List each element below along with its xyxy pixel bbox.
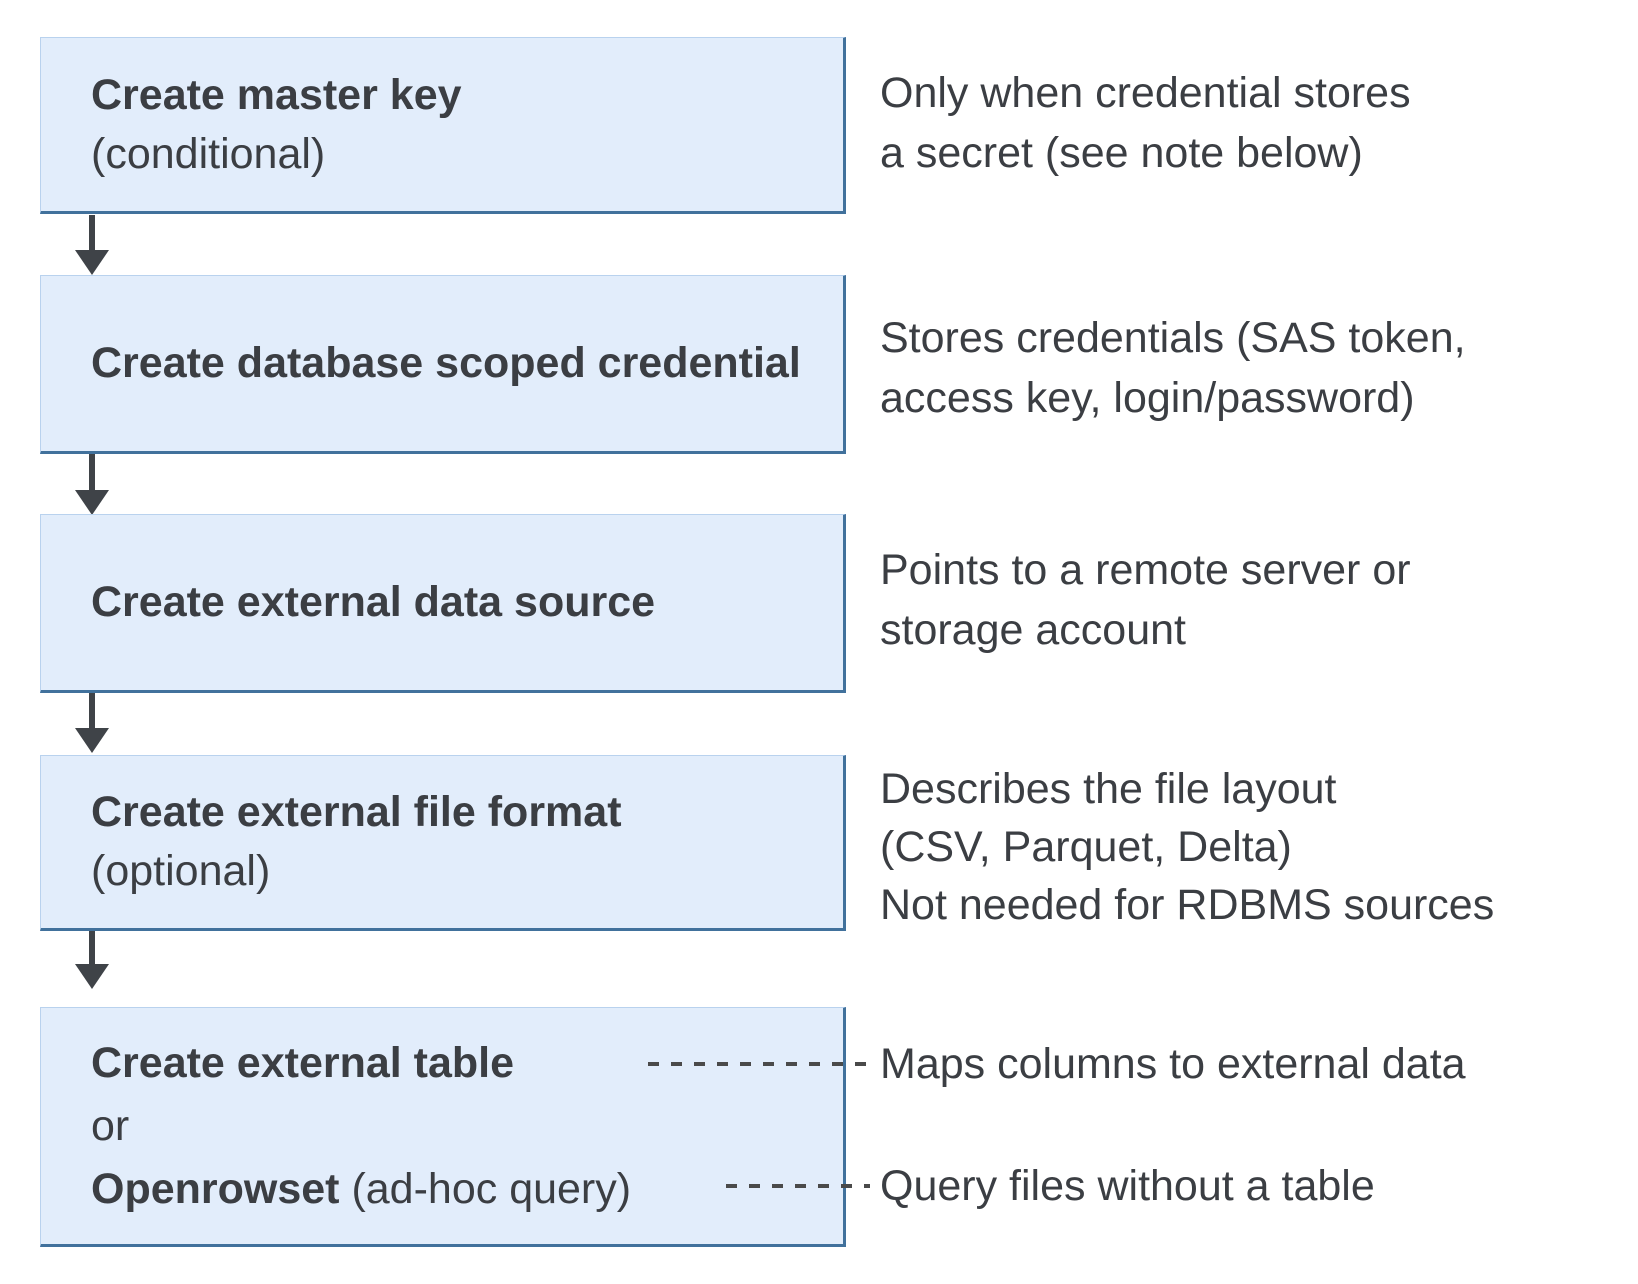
step-box-create-external-table-or-openrowset: Create external table or Openrowset (ad-… (40, 1007, 846, 1247)
down-arrow-head-icon (75, 964, 109, 989)
note-scoped-credential: Stores credentials (SAS token, access ke… (880, 308, 1466, 428)
dashed-connector-external-table (648, 1062, 870, 1066)
note-line: a secret (see note below) (880, 129, 1363, 177)
down-arrow-icon (89, 454, 95, 491)
step-box-create-external-data-source: Create external data source (40, 514, 846, 693)
down-arrow-head-icon (75, 250, 109, 275)
note-line: Not needed for RDBMS sources (880, 881, 1495, 929)
down-arrow-icon (89, 693, 95, 729)
note-line: access key, login/password) (880, 374, 1415, 422)
down-arrow-icon (89, 215, 95, 251)
note-data-source: Points to a remote server or storage acc… (880, 540, 1411, 660)
down-arrow-head-icon (75, 728, 109, 753)
step-subtitle: (optional) (91, 847, 271, 895)
step-subtitle: (conditional) (91, 129, 326, 178)
note-line: Describes the file layout (880, 765, 1337, 813)
step-or-label: or (91, 1101, 130, 1150)
step-alt-title-regular: (ad-hoc query) (339, 1164, 632, 1213)
note-file-format: Describes the file layout (CSV, Parquet,… (880, 760, 1494, 934)
step-box-create-external-file-format: Create external file format (optional) (40, 755, 846, 931)
note-line: Stores credentials (SAS token, (880, 314, 1466, 362)
note-external-table: Maps columns to external data (880, 1040, 1466, 1088)
step-box-create-database-scoped-credential: Create database scoped credential (40, 275, 846, 454)
step-title: Create database scoped credential (91, 339, 801, 387)
note-line: storage account (880, 606, 1186, 654)
dashed-connector-openrowset (726, 1184, 870, 1188)
step-box-create-master-key: Create master key (conditional) (40, 37, 846, 214)
step-alt-title: Openrowset (ad-hoc query) (91, 1158, 823, 1221)
down-arrow-icon (89, 931, 95, 965)
step-title: Create external file format (91, 788, 622, 836)
step-title: Create master key (91, 70, 462, 119)
note-line: Points to a remote server or (880, 546, 1411, 594)
note-master-key: Only when credential stores a secret (se… (880, 63, 1411, 183)
note-openrowset: Query files without a table (880, 1162, 1375, 1210)
note-line: Only when credential stores (880, 69, 1411, 117)
note-line: (CSV, Parquet, Delta) (880, 823, 1292, 871)
down-arrow-head-icon (75, 490, 109, 515)
step-alt-title-bold: Openrowset (91, 1164, 340, 1213)
step-title: Create external table (91, 1038, 515, 1087)
step-title: Create external data source (91, 578, 656, 626)
